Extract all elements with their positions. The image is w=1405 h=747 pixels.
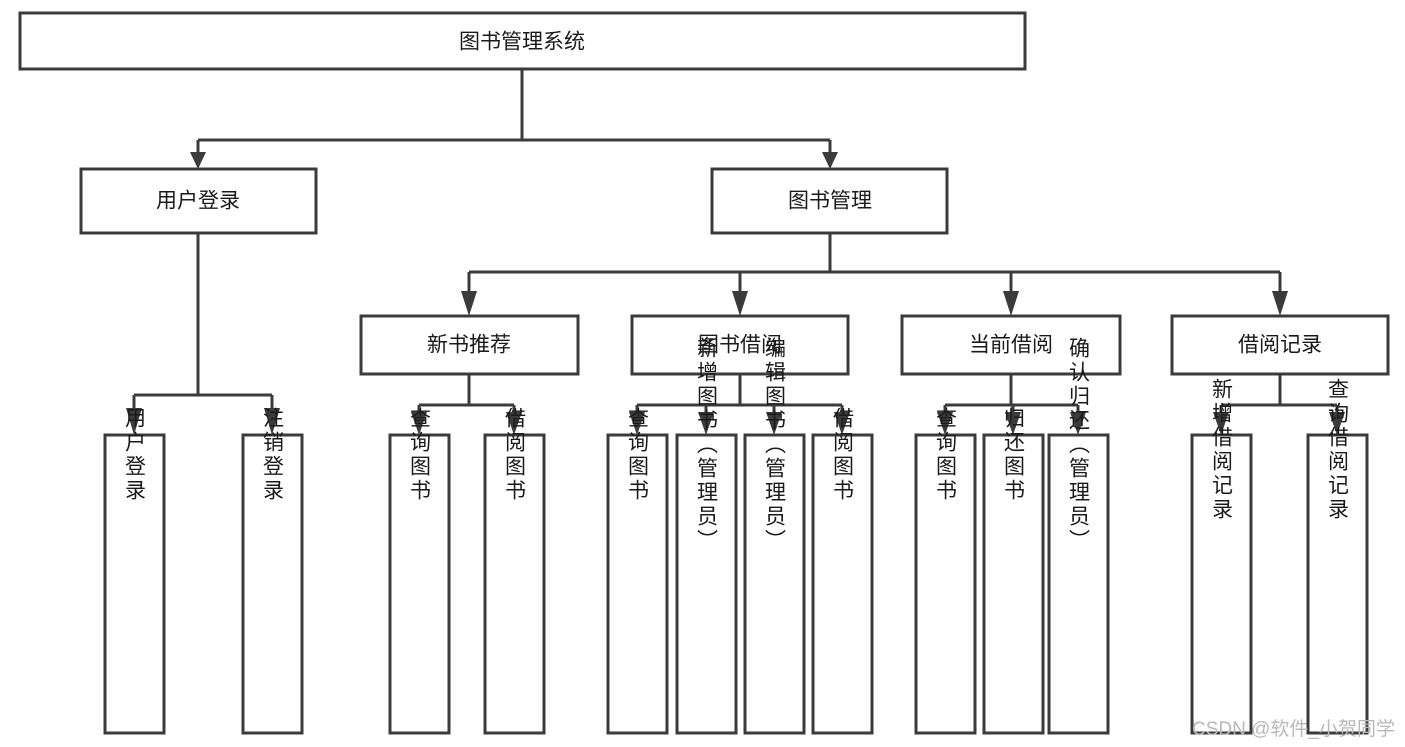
node-user-login-box[interactable] xyxy=(79,167,318,235)
node-book-manage-box[interactable] xyxy=(710,167,949,235)
leaf-query-book-2-box[interactable] xyxy=(606,433,669,735)
leaf-query-book-2-label: 查询图书 xyxy=(626,407,650,503)
leaf-node[interactable]: 查询借阅记录 xyxy=(1306,378,1369,735)
leaf-layer: 用户登录 注销登录 查询图书 借阅图书 查询图书 新增图书（管理员） xyxy=(103,337,1369,735)
leaf-borrow-book-1-box[interactable] xyxy=(483,433,546,735)
leaf-confirm-return-box[interactable] xyxy=(1047,433,1110,735)
arrow-to-book-borrow xyxy=(732,291,748,316)
arrow-to-leaf-query-record xyxy=(1329,412,1345,435)
node-user-login[interactable]: 用户登录 xyxy=(79,167,318,235)
arrow-to-leaf-query-book-1 xyxy=(411,412,427,435)
leaf-node[interactable]: 编辑图书（管理员） xyxy=(743,337,806,735)
node-current-borrow-box[interactable] xyxy=(900,314,1122,376)
arrow-to-current-borrow xyxy=(1003,291,1019,316)
arrow-to-leaf-logout xyxy=(264,408,280,435)
leaf-node[interactable]: 借阅图书 xyxy=(811,407,874,735)
node-borrow-record-box[interactable] xyxy=(1170,314,1390,376)
arrow-to-leaf-borrow-book-2 xyxy=(834,412,850,435)
leaf-confirm-return-label: 确认归还（管理员） xyxy=(1067,337,1091,553)
leaf-add-record-label: 新增借阅记录 xyxy=(1210,378,1234,522)
leaf-node[interactable]: 确认归还（管理员） xyxy=(1047,337,1110,735)
node-new-book-rec-label: 新书推荐 xyxy=(427,334,511,357)
leaf-logout-label: 注销登录 xyxy=(261,407,285,503)
leaf-add-book-box[interactable] xyxy=(675,433,738,735)
edge-layer xyxy=(126,69,1345,435)
leaf-node[interactable]: 新增图书（管理员） xyxy=(675,337,738,735)
leaf-borrow-book-2-box[interactable] xyxy=(811,433,874,735)
arrow-to-new-book-rec xyxy=(461,291,477,316)
arrow-to-leaf-confirm-return xyxy=(1070,412,1086,435)
node-new-book-rec-box[interactable] xyxy=(359,314,580,376)
leaf-node[interactable]: 借阅图书 xyxy=(483,407,546,735)
leaf-user-login-label: 用户登录 xyxy=(123,407,147,503)
node-root[interactable]: 图书管理系统 xyxy=(18,11,1027,71)
node-book-manage-label: 图书管理 xyxy=(788,190,872,213)
arrow-to-leaf-query-book-2 xyxy=(629,412,645,435)
node-new-book-rec[interactable]: 新书推荐 xyxy=(359,314,580,376)
leaf-query-book-1-box[interactable] xyxy=(388,433,451,735)
leaf-node[interactable]: 注销登录 xyxy=(241,407,304,735)
leaf-query-book-1-label: 查询图书 xyxy=(408,407,432,503)
leaf-query-record-box[interactable] xyxy=(1306,433,1369,735)
leaf-add-record-box[interactable] xyxy=(1190,433,1253,735)
leaf-return-book-box[interactable] xyxy=(982,433,1045,735)
arrow-to-leaf-query-book-3 xyxy=(937,412,953,435)
arrow-to-book-manage xyxy=(822,152,838,169)
leaf-query-book-3-label: 查询图书 xyxy=(934,407,958,503)
leaf-add-book-label: 新增图书（管理员） xyxy=(695,337,719,553)
leaf-edit-book-label: 编辑图书（管理员） xyxy=(763,337,787,553)
leaf-node[interactable]: 查询图书 xyxy=(914,407,977,735)
arrow-to-user-login xyxy=(190,152,206,169)
arrow-to-leaf-return-book xyxy=(1005,412,1021,435)
leaf-query-record-label: 查询借阅记录 xyxy=(1326,378,1350,522)
leaf-query-book-3-box[interactable] xyxy=(914,433,977,735)
node-current-borrow-label: 当前借阅 xyxy=(969,334,1053,357)
node-book-borrow-label: 图书借阅 xyxy=(698,334,782,357)
arrow-to-leaf-user-login xyxy=(126,408,142,435)
arrow-to-leaf-borrow-book-1 xyxy=(506,412,522,435)
leaf-edit-book-box[interactable] xyxy=(743,433,806,735)
leaf-node[interactable]: 用户登录 xyxy=(103,407,166,735)
node-borrow-record-label: 借阅记录 xyxy=(1238,334,1322,357)
leaf-return-book-label: 归还图书 xyxy=(1002,407,1026,503)
node-book-manage[interactable]: 图书管理 xyxy=(710,167,949,235)
node-root-label: 图书管理系统 xyxy=(459,31,585,54)
node-user-login-label: 用户登录 xyxy=(156,190,240,213)
leaf-node[interactable]: 查询图书 xyxy=(388,407,451,735)
node-current-borrow[interactable]: 当前借阅 xyxy=(900,314,1122,376)
arrow-to-leaf-add-book xyxy=(698,412,714,435)
node-book-borrow-box[interactable] xyxy=(630,314,850,376)
arrow-to-leaf-add-record xyxy=(1213,412,1229,435)
node-root-box[interactable] xyxy=(18,11,1027,71)
leaf-logout-box[interactable] xyxy=(241,433,304,735)
leaf-node[interactable]: 查询图书 xyxy=(606,407,669,735)
leaf-user-login-box[interactable] xyxy=(103,433,166,735)
leaf-node[interactable]: 新增借阅记录 xyxy=(1190,378,1253,735)
leaf-node[interactable]: 归还图书 xyxy=(982,407,1045,735)
node-book-borrow[interactable]: 图书借阅 xyxy=(630,314,850,376)
leaf-borrow-book-1-label: 借阅图书 xyxy=(503,407,527,503)
node-borrow-record[interactable]: 借阅记录 xyxy=(1170,314,1390,376)
arrow-to-borrow-record xyxy=(1272,291,1288,316)
arrow-to-leaf-edit-book xyxy=(766,412,782,435)
leaf-borrow-book-2-label: 借阅图书 xyxy=(831,407,855,503)
